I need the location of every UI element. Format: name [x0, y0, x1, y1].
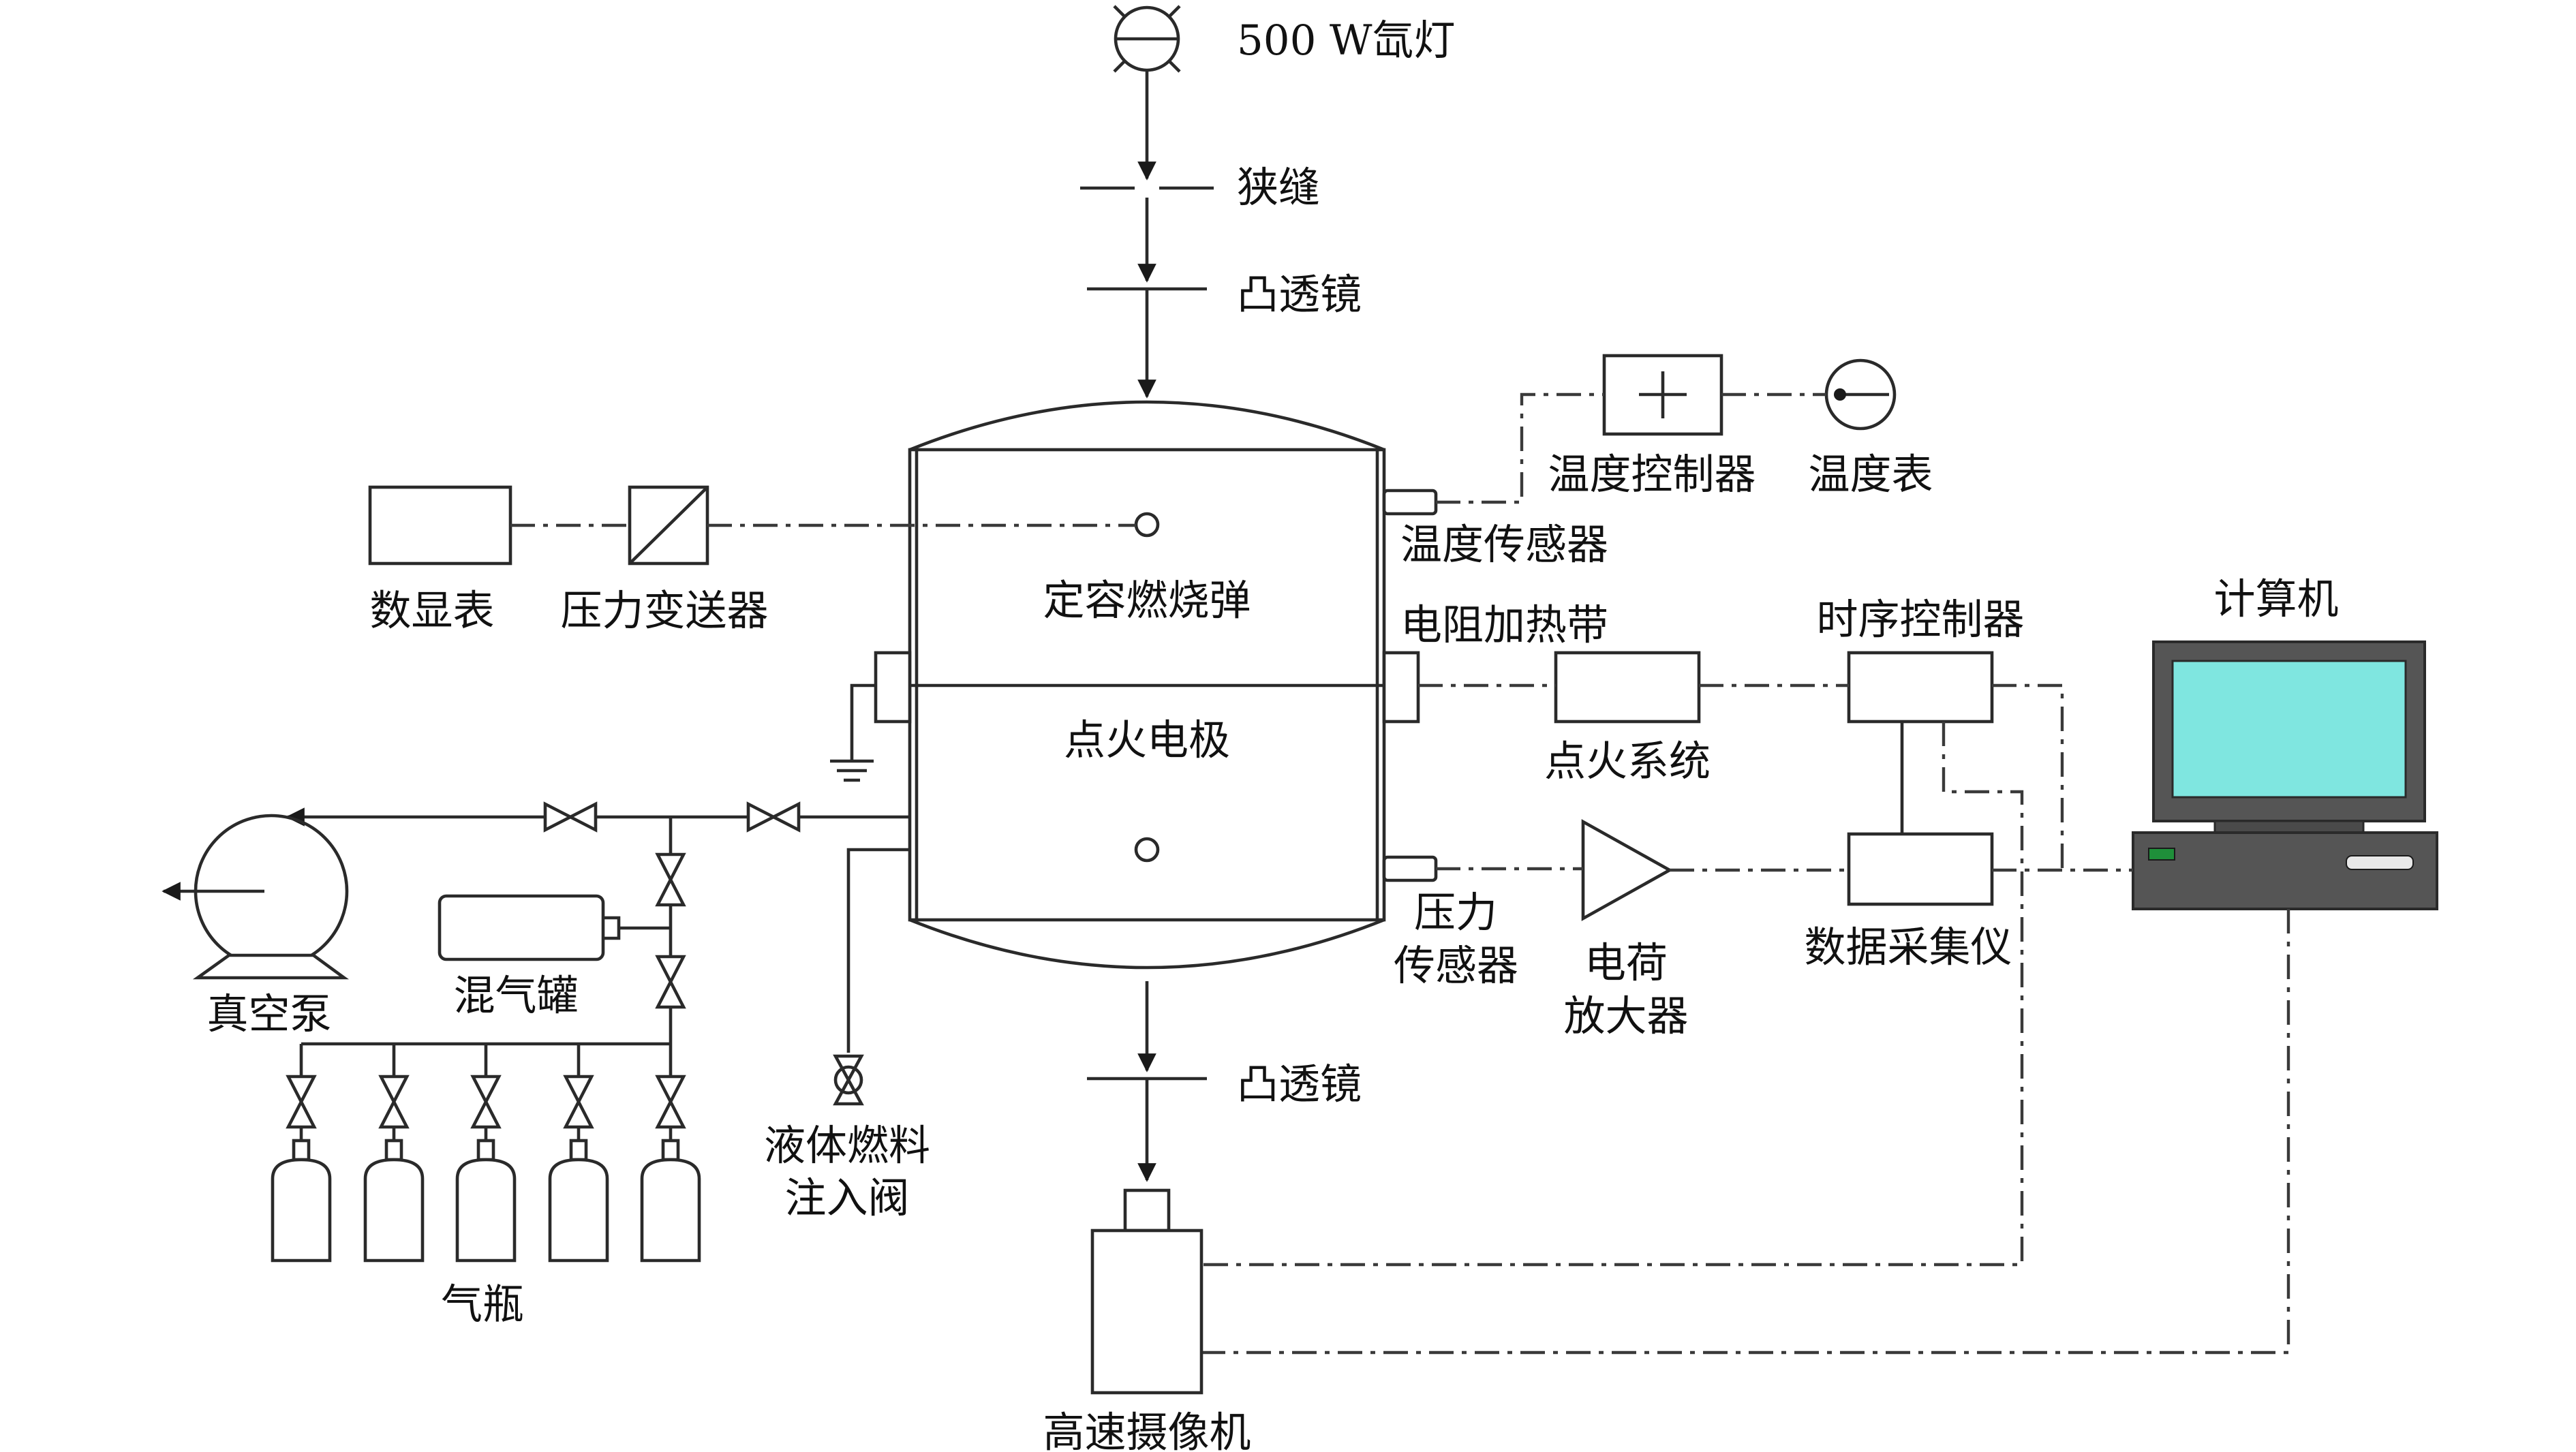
high-speed-camera: [1090, 1188, 1203, 1395]
pressure-sensor: [1382, 855, 1438, 882]
gas-cylinder-5: [640, 1044, 701, 1263]
computer-screen: [2171, 660, 2407, 799]
timing-controller: [1847, 651, 1994, 724]
signal-computer-camera: [1201, 909, 2290, 1355]
charge-amplifier-label-2: 放大器: [1563, 992, 1688, 1040]
pressure-sensor-label-1: 压力: [1414, 889, 1497, 937]
valve-vacuum: [543, 801, 598, 833]
vacuum-pump: [162, 814, 350, 980]
convex-lens-top-label: 凸透镜: [1237, 271, 1362, 319]
valve-riser-lower: [655, 955, 686, 1009]
slit-label: 狭缝: [1237, 164, 1320, 212]
signal-timing-camera: [1201, 722, 2024, 1267]
gas-cylinder-2: [363, 1044, 425, 1263]
data-acquisition-unit: [1847, 832, 1994, 906]
constant-volume-chamber: [908, 400, 1386, 970]
gas-cylinder-1: [271, 1044, 332, 1263]
signal-timing-computer: [1992, 683, 2064, 870]
ground-symbol: [830, 683, 876, 782]
electrode-flange-right: [1382, 651, 1420, 724]
mixing-tank: [438, 894, 671, 961]
data-acquisition-unit-label: 数据采集仪: [1804, 923, 2012, 972]
chamber-label: 定容燃烧弹: [1043, 576, 1251, 625]
heating-band-label: 电阻加热带: [1400, 601, 1608, 649]
liquid-fuel-injection-valve: [833, 1054, 864, 1106]
ignition-system: [1554, 651, 1701, 724]
timing-controller-label: 时序控制器: [1816, 596, 2024, 644]
ignition-system-label: 点火系统: [1544, 737, 1711, 786]
pressure-transmitter: [628, 485, 709, 566]
mixing-tank-label: 混气罐: [453, 972, 578, 1020]
power-led: [2148, 848, 2175, 861]
temperature-controller: [1602, 354, 1723, 436]
valve-chamber-inlet: [746, 801, 801, 833]
gas-cylinder-4: [548, 1044, 609, 1263]
charge-amplifier: [1581, 819, 1673, 921]
gas-cylinder-3: [455, 1044, 517, 1263]
xenon-lamp-label: 500 W氙灯: [1237, 16, 1456, 65]
temperature-sensor-label: 温度传感器: [1400, 521, 1608, 569]
valve-riser-upper: [655, 852, 686, 907]
pressure-transmitter-label: 压力变送器: [560, 587, 768, 635]
thermometer-label: 温度表: [1808, 450, 1933, 499]
electrode-flange-left: [874, 651, 912, 724]
temperature-controller-label: 温度控制器: [1548, 450, 1755, 499]
pressure-sensor-label-2: 传感器: [1394, 942, 1518, 990]
electrode-label: 点火电极: [1064, 716, 1230, 764]
convex-lens-bottom-label: 凸透镜: [1237, 1060, 1362, 1109]
computer: [2132, 640, 2438, 910]
digital-display-meter: [368, 485, 512, 566]
liquid-fuel-valve-label-2: 注入阀: [784, 1174, 909, 1222]
gas-cylinders-label: 气瓶: [441, 1280, 524, 1329]
digital-display-meter-label: 数显表: [369, 587, 494, 635]
high-speed-camera-label: 高速摄像机: [1043, 1408, 1251, 1452]
computer-label: 计算机: [2213, 575, 2338, 623]
liquid-fuel-valve-label-1: 液体燃料: [764, 1122, 930, 1170]
liquid-fuel-line: [846, 848, 910, 1053]
signal-sensor-controller: [1436, 392, 1604, 504]
xenon-lamp: [1113, 5, 1181, 73]
disk-drive: [2346, 855, 2414, 870]
temperature-sensor: [1382, 489, 1438, 516]
charge-amplifier-label-1: 电荷: [1584, 939, 1668, 987]
thermometer: [1824, 358, 1897, 431]
vacuum-pump-label: 真空泵: [206, 990, 331, 1038]
